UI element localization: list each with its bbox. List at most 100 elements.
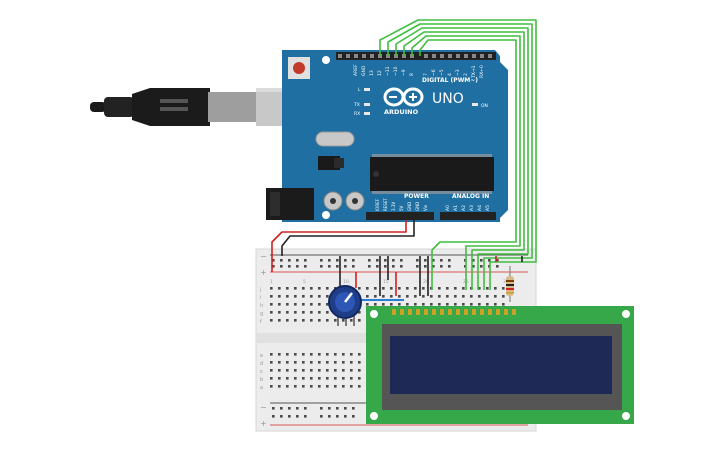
breadboard-hole [344, 265, 347, 268]
breadboard-hole [310, 303, 313, 306]
breadboard-hole [374, 295, 377, 298]
breadboard-hole [272, 265, 275, 268]
led-tx-label: TX [353, 102, 360, 108]
breadboard-hole [344, 407, 347, 410]
breadboard-hole [278, 311, 281, 314]
breadboard-hole [270, 353, 273, 356]
breadboard-hole [286, 287, 289, 290]
breadboard-hole [286, 303, 289, 306]
brand-label: ARDUINO [384, 108, 419, 116]
breadboard-hole [494, 303, 497, 306]
breadboard-hole [390, 303, 393, 306]
breadboard-hole [302, 385, 305, 388]
svg-text:h: h [260, 303, 263, 309]
breadboard-hole [448, 259, 451, 262]
breadboard-hole [334, 361, 337, 364]
breadboard-hole [280, 415, 283, 418]
breadboard-hole [454, 295, 457, 298]
breadboard-hole [270, 295, 273, 298]
pin-label-4: 4 [447, 73, 453, 76]
svg-text:IOREF: IOREF [375, 198, 380, 211]
led-l-label: L [358, 87, 361, 93]
breadboard-hole [448, 265, 451, 268]
breadboard-hole [326, 385, 329, 388]
potentiometer [328, 285, 362, 326]
breadboard-hole [286, 385, 289, 388]
reset-button [288, 57, 310, 79]
pin-label-11: ~11 [385, 66, 391, 76]
crystal-oscillator [315, 131, 355, 147]
breadboard-hole [422, 287, 425, 290]
breadboard-hole [486, 295, 489, 298]
breadboard-hole [472, 259, 475, 262]
breadboard-hole [302, 377, 305, 380]
analog-header [440, 212, 496, 220]
pin-label-10: ~10 [393, 66, 399, 76]
lcd-pin [432, 309, 436, 315]
breadboard-hole [294, 353, 297, 356]
breadboard-hole [296, 415, 299, 418]
lcd-pin [448, 309, 452, 315]
breadboard-hole [430, 295, 433, 298]
breadboard-hole [358, 377, 361, 380]
lcd-pin [392, 309, 396, 315]
pin-label-7: 7 [423, 73, 429, 76]
breadboard-hole [438, 303, 441, 306]
breadboard-hole [382, 303, 385, 306]
lcd-pin [488, 309, 492, 315]
breadboard-hole [286, 369, 289, 372]
breadboard-hole [318, 319, 321, 322]
breadboard-hole [278, 287, 281, 290]
lcd-header-pins [392, 309, 516, 315]
breadboard-hole [398, 303, 401, 306]
breadboard-hole [344, 415, 347, 418]
breadboard-hole [350, 353, 353, 356]
svg-text:A1: A1 [453, 205, 459, 211]
breadboard-hole [326, 295, 329, 298]
atmega-chip [370, 154, 494, 194]
breadboard-hole [334, 385, 337, 388]
breadboard-hole [502, 303, 505, 306]
power-wires [271, 220, 523, 272]
breadboard-hole [358, 319, 361, 322]
breadboard-hole [486, 303, 489, 306]
lcd-module [366, 306, 634, 424]
arduino-board: AREF GND 13 12 ~11 ~10 ~9 8 7 ~6 ~5 4 ~3… [266, 50, 508, 222]
row-letters: j i h g f e d c b a [259, 287, 263, 391]
lcd-screen [390, 336, 612, 394]
breadboard-hole [462, 303, 465, 306]
rail-minus-bottom: − [260, 403, 267, 412]
breadboard-hole [288, 415, 291, 418]
breadboard-hole [294, 295, 297, 298]
breadboard-hole [280, 407, 283, 410]
svg-text:A5: A5 [485, 205, 491, 211]
lcd-pin [496, 309, 500, 315]
svg-text:Vin: Vin [423, 204, 428, 211]
breadboard-hole [296, 259, 299, 262]
breadboard-hole [334, 369, 337, 372]
breadboard-hole [286, 295, 289, 298]
pin-label-12: 12 [377, 70, 383, 76]
breadboard-hole [270, 303, 273, 306]
capacitors [323, 191, 365, 211]
breadboard-hole [328, 407, 331, 410]
breadboard-hole [358, 361, 361, 364]
breadboard-hole [294, 303, 297, 306]
breadboard-hole [302, 303, 305, 306]
breadboard-hole [278, 319, 281, 322]
breadboard-hole [462, 287, 465, 290]
breadboard-hole [384, 265, 387, 268]
breadboard-hole [336, 415, 339, 418]
power-label: POWER [404, 193, 429, 200]
breadboard-hole [342, 319, 345, 322]
rail-plus-bottom: + [260, 419, 267, 428]
pin-label-aref: AREF [353, 64, 359, 76]
breadboard-hole [278, 303, 281, 306]
breadboard-hole [286, 319, 289, 322]
svg-text:i: i [260, 295, 261, 301]
breadboard-hole [278, 385, 281, 388]
led-rx-label: RX [354, 111, 360, 117]
breadboard-hole [336, 407, 339, 410]
svg-text:A2: A2 [461, 205, 467, 211]
breadboard-hole [288, 265, 291, 268]
